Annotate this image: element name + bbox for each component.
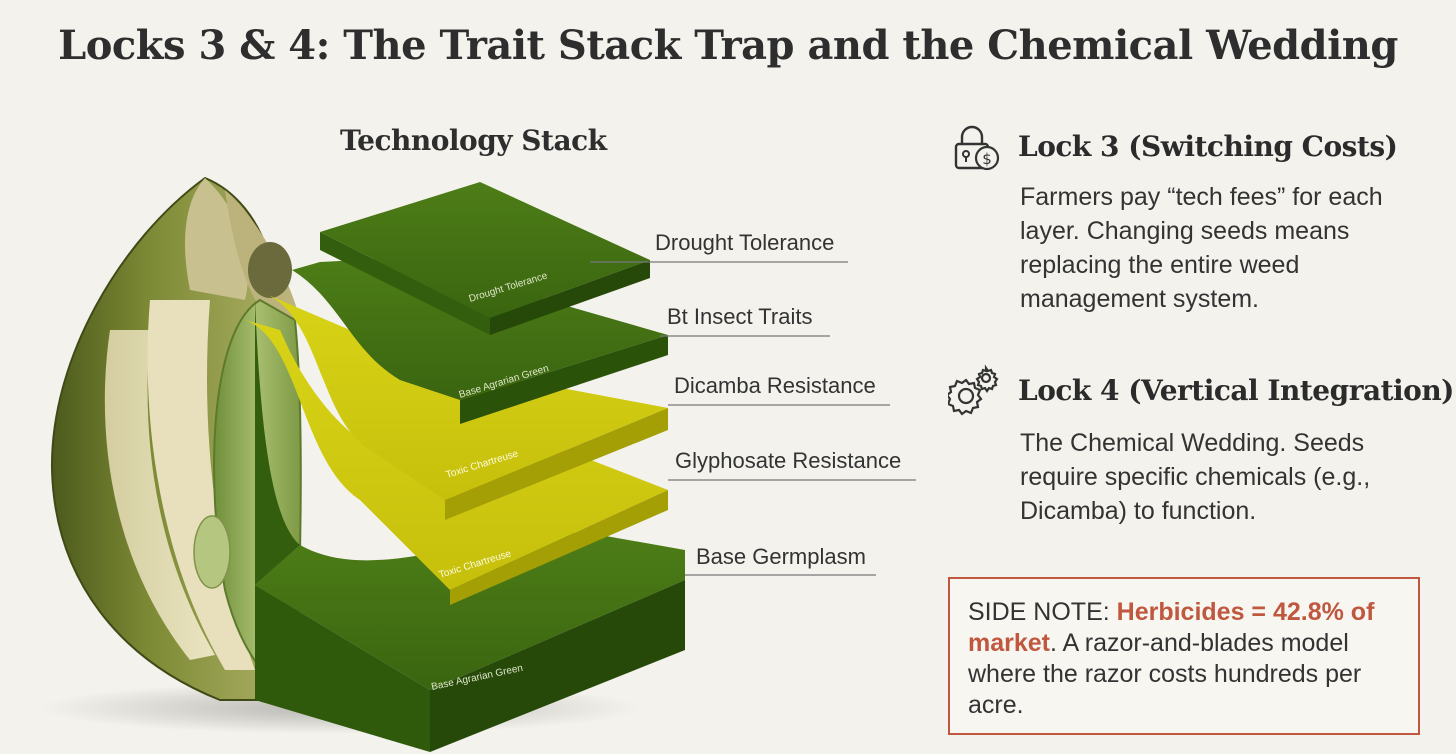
- layer-glyphosate-resistance: [245, 320, 668, 605]
- padlock-dollar-icon: $: [954, 125, 1000, 171]
- label-bt-insect-traits: Bt Insect Traits: [667, 304, 813, 329]
- layer-drought-tolerance: [320, 182, 650, 335]
- label-drought-tolerance: Drought Tolerance: [655, 230, 835, 255]
- lock3-heading: Lock 3 (Switching Costs): [1018, 130, 1398, 163]
- label-dicamba-resistance: Dicamba Resistance: [674, 373, 876, 398]
- label-base-germplasm: Base Germplasm: [696, 544, 866, 569]
- label-glyphosate-resistance: Glyphosate Resistance: [675, 448, 902, 473]
- lock4-body: The Chemical Wedding. Seeds require spec…: [1020, 429, 1371, 525]
- svg-text:$: $: [982, 150, 992, 168]
- side-note-rest: . A razor-and-blades model where the raz…: [968, 629, 1362, 719]
- stack-title: Technology Stack: [340, 124, 607, 157]
- lock3-body: Farmers pay “tech fees” for each layer. …: [1020, 183, 1383, 313]
- page-title: Locks 3 & 4: The Trait Stack Trap and th…: [58, 22, 1398, 69]
- lock4-heading: Lock 4 (Vertical Integration): [1018, 374, 1454, 407]
- side-note-prefix: SIDE NOTE:: [968, 598, 1117, 626]
- side-note-highlight: Herbicides = 42.8% of market: [968, 598, 1375, 657]
- layer-base-germplasm: [255, 300, 685, 752]
- gears-icon: [948, 364, 999, 416]
- side-note-box: SIDE NOTE: Herbicides = 42.8% of market.…: [948, 577, 1420, 735]
